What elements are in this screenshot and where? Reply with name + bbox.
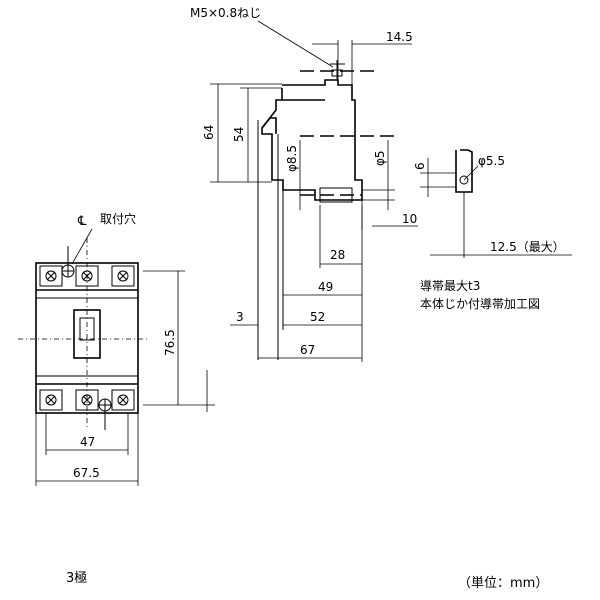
unit-label: （単位：mm）	[458, 575, 548, 591]
dim-54: 54	[232, 87, 282, 182]
dim-3-label: 3	[236, 310, 244, 324]
conductor-detail: φ5.5 6 12.5（最大） 導帯最大t3 本体じか付導帯加工図	[413, 149, 572, 311]
conductor-note-2: 本体じか付導帯加工図	[420, 297, 540, 311]
dim-47: 47	[45, 413, 129, 455]
dim-12-5-label: 12.5（最大）	[490, 240, 565, 254]
conductor-note-1: 導帯最大t3	[420, 279, 480, 293]
dim-67-label: 67	[300, 343, 315, 357]
dim-3: 3 52	[230, 310, 362, 326]
dim-64-label: 64	[202, 125, 216, 140]
terminal-screw-icon	[45, 394, 57, 406]
dim-67: 67	[258, 200, 363, 362]
dim-49-label: 49	[318, 280, 333, 294]
side-view-bottom-terminal	[319, 187, 353, 203]
dim-49: 49	[283, 280, 362, 296]
mounting-hole-label: 取付穴	[100, 211, 136, 226]
terminal-screw-icon	[117, 270, 129, 282]
conductor-outline	[455, 149, 473, 193]
dim-47-label: 47	[80, 435, 95, 449]
dim-54-label: 54	[232, 127, 246, 142]
dim-28-label: 28	[330, 248, 345, 262]
dim-phi-5: φ5	[362, 140, 395, 210]
dim-14-5-label: 14.5	[386, 30, 413, 44]
dim-6-label: 6	[413, 162, 427, 170]
dim-67-5-label: 67.5	[73, 466, 100, 480]
front-view: ℄ 取付穴 76.5 47 67.5	[18, 211, 215, 486]
dim-phi-8-5-label: φ8.5	[285, 145, 299, 172]
front-view-bottom-terminals	[39, 389, 135, 412]
terminal-screw-icon	[117, 394, 129, 406]
side-view-screw-icon	[330, 60, 345, 80]
screw-note: M5×0.8ねじ	[190, 6, 261, 20]
conductor-hole-icon	[459, 175, 469, 185]
dim-14-5: 14.5	[312, 30, 413, 85]
dim-76-5-label: 76.5	[163, 329, 177, 356]
dim-76-5: 76.5	[143, 270, 215, 412]
centerline-symbol: ℄	[77, 214, 87, 229]
dim-10: 10	[361, 205, 418, 230]
poles-label: 3極	[66, 570, 87, 586]
side-view-body-outline	[261, 79, 363, 201]
dim-phi-5-5-label: φ5.5	[478, 154, 505, 168]
side-view-handle	[261, 117, 277, 134]
dim-phi-5-label: φ5	[373, 150, 387, 166]
dim-phi-8-5: φ8.5	[285, 140, 301, 210]
dim-52-label: 52	[310, 310, 325, 324]
mounting-hole-icon	[61, 264, 75, 278]
screw-leader-line	[257, 20, 334, 68]
terminal-screw-icon	[45, 270, 57, 282]
mounting-hole-icon	[98, 398, 112, 412]
side-view: M5×0.8ねじ 14.5 64 54 φ8.5	[190, 6, 418, 362]
dim-28: 28	[319, 205, 362, 268]
dim-67-5: 67.5	[35, 413, 139, 486]
dim-64: 64	[202, 83, 282, 183]
dim-10-label: 10	[402, 212, 417, 226]
